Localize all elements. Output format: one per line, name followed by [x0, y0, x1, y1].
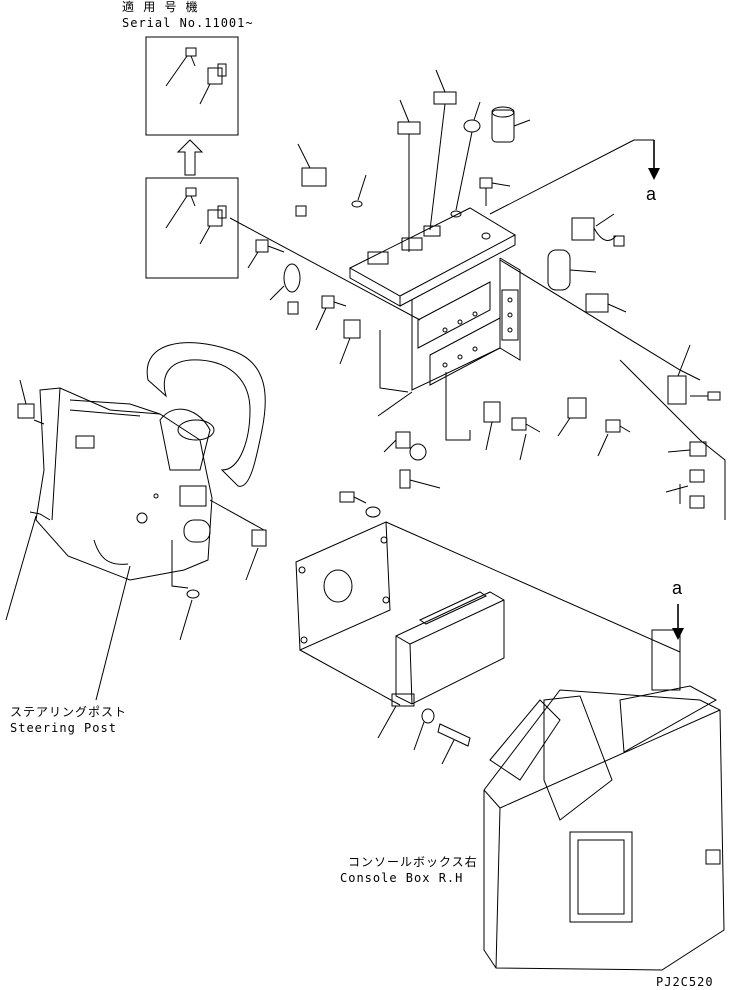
bolt [511, 417, 527, 431]
connector [689, 495, 705, 509]
console-box-label-jp: コンソールボックス右 [348, 855, 478, 869]
inset-box-old [145, 177, 239, 279]
inset-box-new [145, 36, 239, 136]
steering-post-label-en: Steering Post [10, 721, 117, 735]
reference-marker-a-top: a [646, 184, 657, 204]
horn-switch [547, 249, 571, 291]
bolt [605, 419, 621, 433]
console-bracket [651, 629, 681, 691]
serial-note-en: Serial No.11001~ [122, 16, 254, 30]
relay-icon [199, 63, 227, 105]
indicator-lamp [397, 121, 421, 135]
connector [689, 469, 705, 483]
switch-knob [251, 529, 267, 547]
screw [479, 177, 493, 189]
plug [186, 589, 200, 599]
bolt [339, 491, 355, 503]
relay [343, 319, 361, 339]
hour-meter [491, 109, 515, 143]
drawing-code: PJ2C520 [656, 975, 714, 989]
buzzer [571, 217, 595, 241]
serial-note-jp: 適 用 号 機 [122, 0, 199, 14]
bracket [445, 372, 471, 441]
dome-lamp [283, 263, 301, 293]
clip [17, 403, 35, 419]
bolt-icon [165, 187, 197, 229]
bolt [321, 295, 335, 309]
relay [667, 375, 687, 405]
panel-housing [411, 258, 501, 391]
cap [463, 119, 481, 133]
lamp-socket [395, 431, 411, 449]
bolt [399, 469, 411, 489]
leader-line [229, 217, 421, 321]
controller [395, 591, 505, 705]
washer [421, 708, 435, 724]
relay [483, 401, 501, 423]
switch [585, 293, 609, 313]
lamp [409, 443, 427, 461]
upgrade-arrow-icon [176, 139, 204, 176]
bolt-icon [165, 47, 197, 87]
bolt [255, 239, 269, 253]
mounting-plate [295, 521, 391, 651]
knob [183, 519, 211, 543]
steering-wheel [146, 342, 266, 487]
console-window [569, 831, 633, 923]
indicator-lamp [433, 91, 457, 105]
bolt [437, 723, 471, 747]
steering-post-body [35, 387, 213, 581]
steering-post-label-jp: ステアリングポスト [10, 705, 128, 719]
reference-marker-a-bottom: a [672, 578, 683, 598]
relay [567, 397, 587, 419]
connector [689, 441, 707, 457]
washer [365, 506, 381, 518]
relay-icon [199, 205, 227, 245]
console-box-rh [483, 689, 725, 971]
console-box-label-en: Console Box R.H [340, 871, 464, 885]
rocker-switch [301, 167, 327, 187]
